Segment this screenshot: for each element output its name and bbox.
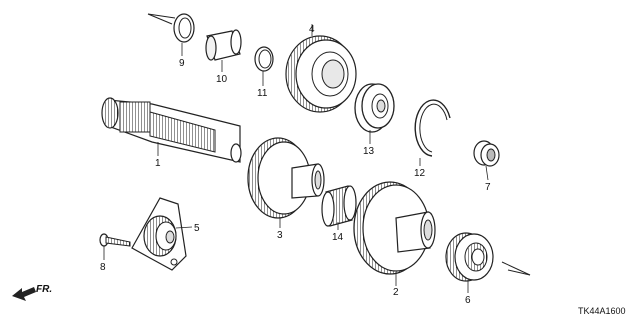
snap-ring-part	[414, 99, 451, 157]
clutch-hub-gear-part	[247, 137, 325, 219]
upper-gear-part	[285, 35, 357, 113]
callout-2: 2	[393, 287, 399, 298]
sleeve-collar-part	[205, 29, 242, 61]
callout-3: 3	[277, 230, 283, 241]
washer-ring-part	[254, 46, 274, 72]
callout-11: 11	[257, 88, 268, 99]
callout-12: 12	[414, 168, 426, 179]
bearing-part	[354, 83, 395, 133]
small-gear-part	[445, 232, 494, 282]
callout-9: 9	[179, 58, 185, 69]
pointer-arrow-top	[147, 13, 176, 25]
leader-lines	[103, 24, 489, 293]
thrust-washer-part	[173, 13, 195, 43]
front-arrow-icon	[12, 287, 36, 301]
needle-bearing-part	[321, 185, 357, 227]
callout-7: 7	[485, 182, 491, 193]
callout-10: 10	[216, 74, 228, 85]
bushing-part	[473, 140, 500, 167]
diagram-code: TK44A1600	[578, 306, 626, 316]
callout-6: 6	[465, 295, 471, 306]
shaft-part	[101, 97, 242, 163]
callout-1: 1	[155, 158, 161, 169]
mount-bracket-gear-part	[131, 197, 187, 271]
bolt-part	[99, 233, 131, 247]
large-gear-part	[353, 181, 436, 275]
callout-13: 13	[363, 146, 375, 157]
callout-8: 8	[100, 262, 106, 273]
callout-5: 5	[194, 223, 200, 234]
pointer-arrow-bottom	[501, 261, 531, 276]
front-label: FR.	[36, 284, 52, 295]
callout-14: 14	[332, 232, 344, 243]
front-direction-indicator: FR.	[12, 284, 52, 301]
callout-4: 4	[309, 24, 315, 35]
